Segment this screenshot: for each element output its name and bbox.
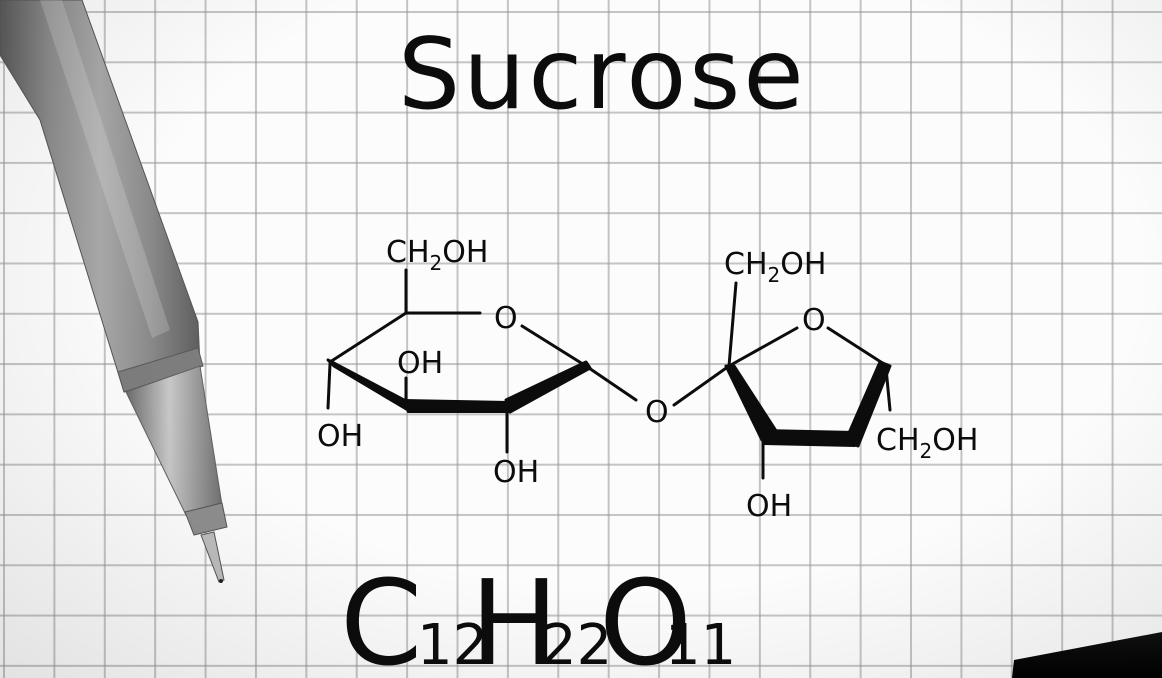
black-object <box>1012 632 1162 678</box>
glucose-ring <box>326 268 638 454</box>
label-oh-fructose-bottom: OH <box>746 489 792 524</box>
ring-oxygen-fructose: O <box>802 303 826 338</box>
formula-h: H <box>470 554 559 678</box>
molecular-formula: C 12 H 22 O 11 <box>340 554 736 678</box>
label-ch2oh-glucose: CH2OH <box>386 235 488 275</box>
fructose-labels: CH2OH O CH2OH OH <box>724 247 978 524</box>
title-sucrose: Sucrose <box>398 18 807 132</box>
pen-icon <box>0 0 228 583</box>
formula-h-count: 22 <box>541 613 612 678</box>
label-oh-bottom: OH <box>493 455 539 490</box>
fructose-ring <box>672 281 892 480</box>
label-oh-left: OH <box>317 419 363 454</box>
ring-oxygen-glucose: O <box>494 301 518 336</box>
label-oh-inner: OH <box>397 346 443 381</box>
glucose-labels: CH2OH O OH OH OH O <box>317 235 669 490</box>
formula-c-count: 12 <box>417 613 488 678</box>
formula-o: O <box>599 554 692 678</box>
glycosidic-oxygen: O <box>645 395 669 430</box>
label-ch2oh-fructose-top: CH2OH <box>724 247 826 287</box>
formula-o-count: 11 <box>665 613 736 678</box>
formula-c: C <box>340 554 422 678</box>
label-ch2oh-fructose-right: CH2OH <box>876 423 978 463</box>
